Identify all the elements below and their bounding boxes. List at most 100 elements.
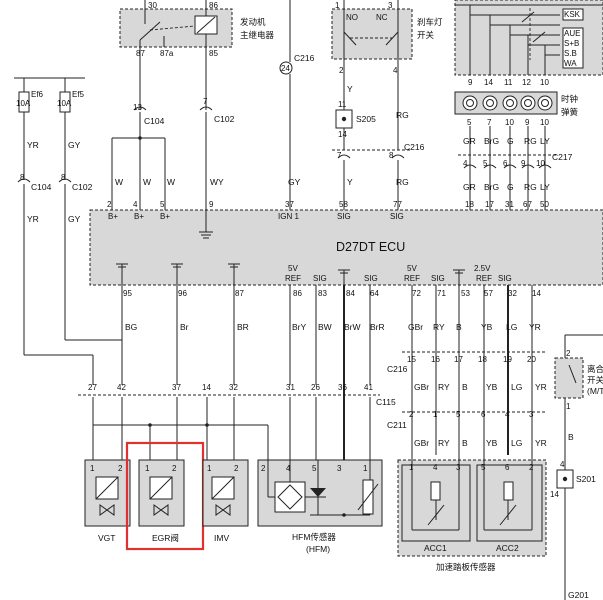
c216-label-lower: C216 [387,364,408,374]
wire-yr-1: YR [529,322,541,332]
relay-label-line2: 主继电器 [240,30,275,40]
ecu-pin-17: 17 [485,200,494,209]
c216-pin-19: 19 [503,355,512,364]
ign-pin-9: 9 [468,78,473,87]
vgt-label: VGT [98,533,115,543]
c102-pin-7: 7 [203,97,208,106]
ecu-pin-57: 57 [484,289,493,298]
clutch-switch-box [554,357,584,399]
ecu-pin-9: 9 [209,200,214,209]
ecu-pin-18: 18 [465,200,474,209]
wire-ly-top: LY [540,136,550,146]
s205-pin-11: 11 [338,100,347,109]
wire-w-2: W [143,177,151,187]
clutch-label1: 离合 [587,364,603,374]
egr-pin-1: 1 [145,464,150,473]
wire-gy-mid: GY [68,214,81,224]
wire-yr-3: YR [535,438,547,448]
clutch-pin-2: 2 [566,349,571,358]
ecu-bplus-1: B+ [108,212,118,221]
wire-rg-top2: RG [524,136,537,146]
ecu-name: D27DT ECU [336,240,405,254]
wire-brg-top: BrG [484,136,499,146]
ecu-pin-86: 86 [293,289,302,298]
ecu-5v-2: 5V [407,264,417,273]
acc1-label: ACC1 [424,543,447,553]
clock-spring-label1: 时钟 [561,94,578,104]
c216-pin-24: 24 [281,64,290,73]
c115-pin-14: 14 [202,383,211,392]
clutch-label2: 开关 [587,375,603,385]
c211-pin-4: 4 [505,410,510,419]
brake-switch-label1: 刹车灯 [417,17,443,27]
ign-pin-11: 11 [504,78,513,87]
wire-w-1: W [115,177,123,187]
fuse-ef6-rating: 10A [16,99,31,108]
brake-pin-4: 4 [393,66,398,75]
ecu-sig-71: SIG [431,274,445,283]
ecu-pin-14: 14 [532,289,541,298]
ign-ksk: KSK [564,10,581,19]
ign-wa: WA [564,59,577,68]
c217-label: C217 [552,152,573,162]
imv-pin-2: 2 [234,464,239,473]
wire-ry-3: RY [438,438,450,448]
wire-yr-2: YR [535,382,547,392]
imv-label: IMV [214,533,229,543]
brake-switch-nc: NC [376,13,388,22]
c217-pin-5: 5 [483,159,488,168]
c211-pin-1: 1 [433,410,438,419]
wire-ly-mid: LY [540,182,550,192]
pedal-label: 加速踏板传感器 [436,562,496,572]
fuse-ef6-name: Ef6 [31,90,44,99]
wire-rg-mid: RG [396,177,409,187]
brake-switch-label2: 开关 [417,30,435,40]
c115-pin-37: 37 [172,383,181,392]
c217-pin-6: 6 [503,159,508,168]
c104-pin-13: 13 [133,103,142,112]
c102-pin-8: 8 [61,173,66,182]
wire-bw: BW [318,322,332,332]
wire-yb-3: YB [486,438,498,448]
c211-label: C211 [387,420,407,430]
wire-rg-mid2: RG [524,182,537,192]
s201-pin-4: 4 [560,460,565,469]
vgt-pin-1: 1 [90,464,95,473]
ecu-sig-83: SIG [313,274,327,283]
ecu-pin-96: 96 [178,289,187,298]
wire-gbr-3: GBr [414,438,429,448]
ecu-ref-1: REF [285,274,301,283]
vgt-pin-2: 2 [118,464,123,473]
wire-y-top: Y [347,84,353,94]
relay-pin-87: 87 [136,49,145,58]
wire-gy-top: GY [68,140,81,150]
wire-brw: BrW [344,322,361,332]
c216-pin-16: 16 [431,355,440,364]
ign-pin-12: 12 [522,78,531,87]
hfm-pin-5: 5 [312,464,317,473]
hfm-label1: HFM传感器 [292,532,336,542]
brake-pin-2: 2 [339,66,344,75]
c216-pin-7: 7 [337,151,342,160]
cs-pin-5: 5 [467,118,472,127]
ecu-ign1: IGN 1 [278,212,299,221]
wire-lg-3: LG [511,438,522,448]
relay-label-line1: 发动机 [240,17,266,27]
relay-pin-85: 85 [209,49,218,58]
c115-pin-32: 32 [229,383,238,392]
ecu-pin-84: 84 [346,289,355,298]
ecu-pin-31: 31 [505,200,514,209]
ecu-pin-87: 87 [235,289,244,298]
c115-pin-41: 41 [364,383,373,392]
wire-b-clutch: B [568,432,574,442]
ecu-bottom-grounds [116,263,465,285]
c115-pin-26: 26 [311,383,320,392]
ecu-sig-58: SIG [337,212,351,221]
s205-label: S205 [356,114,376,124]
ign-pin-10: 10 [540,78,549,87]
c211-pin-2: 2 [409,410,414,419]
wire-bry: BrY [292,322,307,332]
ecu-pin-95: 95 [123,289,132,298]
wire-gr-mid: GR [463,182,476,192]
wire-gr-top: GR [463,136,476,146]
